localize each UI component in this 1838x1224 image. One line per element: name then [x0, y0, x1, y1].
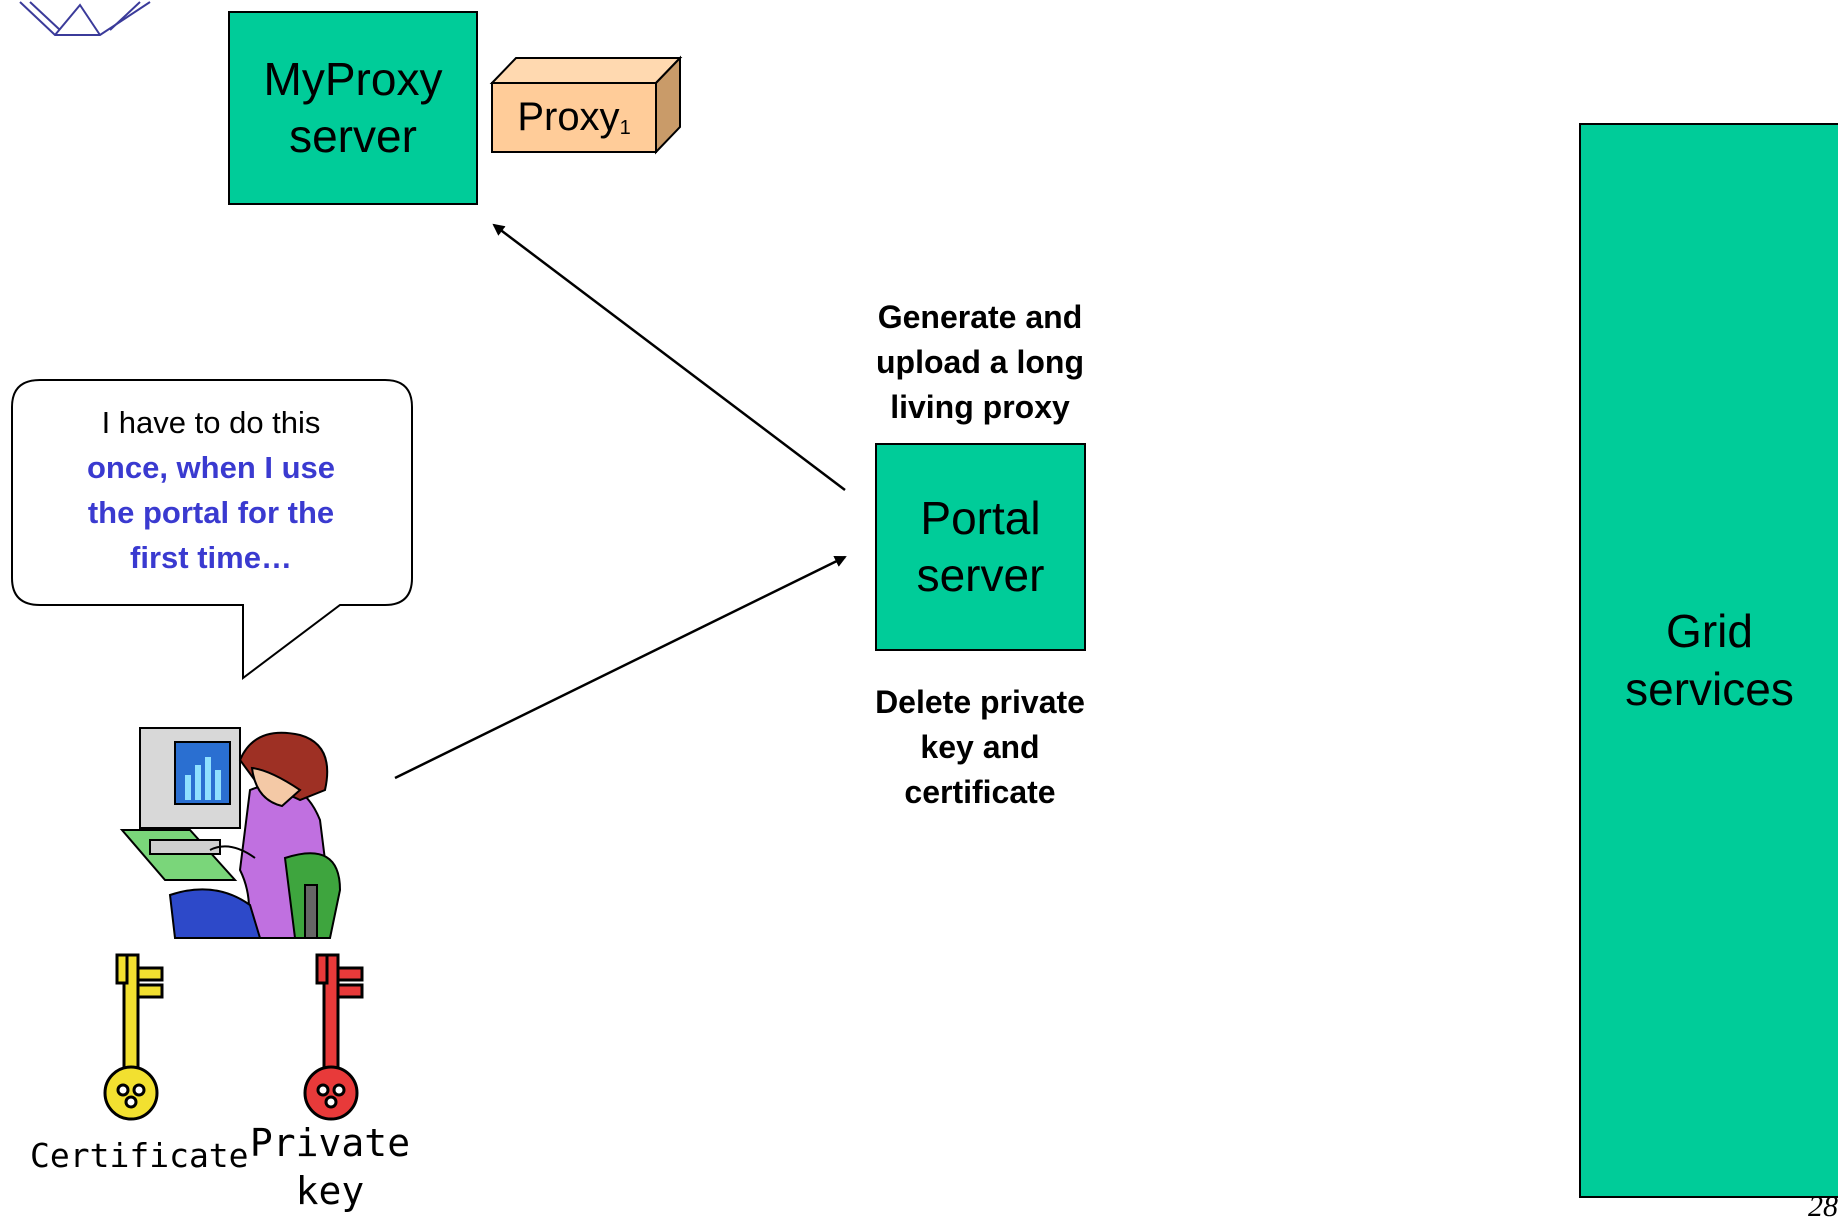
proxy-box — [489, 55, 683, 155]
certificate-key-icon — [103, 953, 164, 1121]
user-at-computer-icon — [119, 727, 342, 939]
grid-services-label: Grid services — [1625, 605, 1794, 715]
myproxy-server-label: MyProxy server — [263, 52, 443, 163]
grid-services-node: Grid services — [1579, 123, 1838, 1198]
proxy-label-sub: 1 — [619, 117, 631, 139]
private-key-icon — [303, 953, 364, 1121]
private-key-label: Private key — [249, 1121, 411, 1213]
speech-bubble — [11, 379, 413, 681]
arrow-user-to-portal — [394, 555, 847, 780]
delete-key-caption: Delete private key and certificate — [875, 684, 1085, 810]
generate-proxy-caption: Generate and upload a long living proxy — [876, 299, 1084, 425]
portal-server-label: Portal server — [916, 491, 1045, 602]
certificate-label: Certificate — [30, 1136, 249, 1175]
speech-bubble-highlight: once, when I use the portal for the firs… — [86, 450, 336, 575]
speech-bubble-text: I have to do this once, when I use the p… — [30, 400, 392, 580]
portal-server-node: Portal server — [875, 443, 1086, 651]
speech-bubble-line1: I have to do this — [101, 405, 321, 440]
myproxy-server-node: MyProxy server — [228, 11, 478, 205]
arrow-portal-to-myproxy — [492, 223, 846, 491]
page-number: 28 — [1808, 1190, 1838, 1223]
proxy-label-base: Proxy — [517, 95, 620, 139]
logo-fragment — [19, 1, 151, 36]
